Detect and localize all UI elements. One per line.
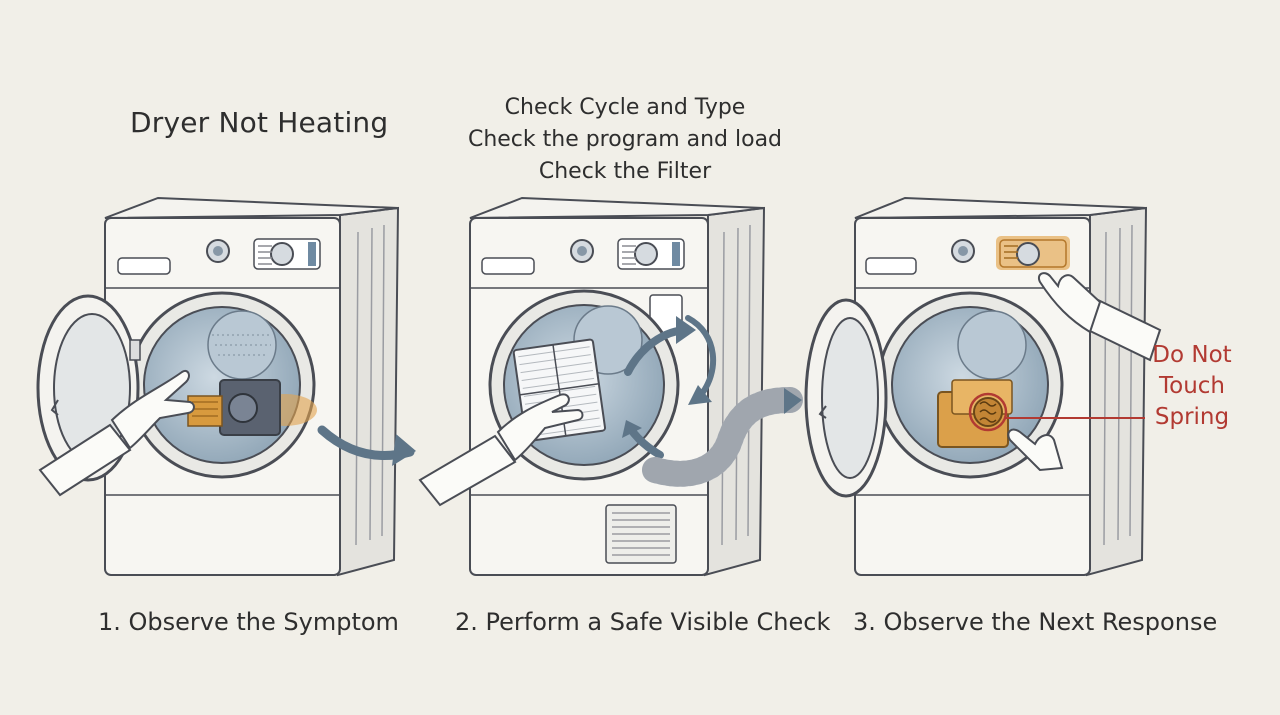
check-notes: Check Cycle and Type Check the program a…: [460, 92, 790, 188]
step-3-label: 3. Observe the Next Response: [853, 608, 1218, 636]
warning-line: Spring: [1154, 404, 1230, 430]
page-title: Dryer Not Heating: [130, 106, 389, 139]
warning-line: Touch: [1158, 373, 1225, 399]
warning-line: Do Not: [1152, 342, 1232, 368]
warning-callout: Do Not Touch Spring: [1150, 340, 1234, 433]
check-note: Check the Filter: [538, 159, 712, 184]
step-2-label: 2. Perform a Safe Visible Check: [455, 608, 831, 636]
check-note: Check the program and load: [467, 127, 783, 152]
dryer-2: [418, 196, 803, 577]
check-note: Check Cycle and Type: [504, 95, 746, 120]
step-1-label: 1. Observe the Symptom: [98, 608, 399, 636]
dryer-1: [36, 196, 416, 577]
dryer-3: [804, 196, 1162, 577]
